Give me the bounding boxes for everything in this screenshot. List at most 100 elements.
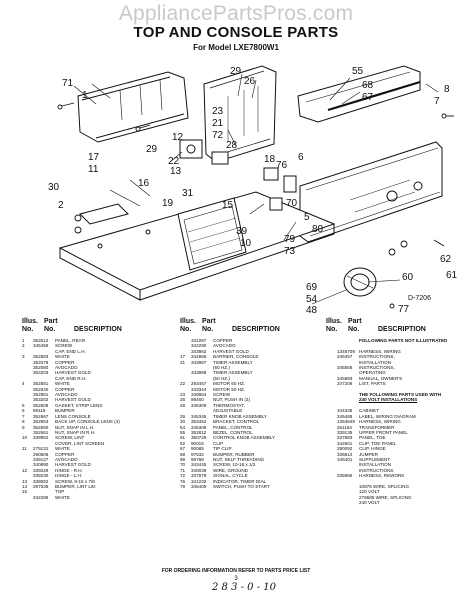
callout-label: 61 — [446, 270, 458, 281]
switch-assembly-drawing — [263, 167, 297, 211]
part-number: 342290 — [191, 343, 207, 349]
watermark: AppliancePartsPros.com — [118, 2, 354, 25]
callout-label: 69 — [306, 282, 318, 293]
part-description: 10875 WIRE, SPLICING — [359, 483, 410, 489]
part-number: 343987 — [191, 359, 207, 365]
part-description: SCREW, 8-15 x 7/8 — [55, 478, 95, 484]
table-row: THE FOLLOWING PARTS USED WITH — [326, 392, 466, 397]
column-header: Illus.Part No.No.DESCRIPTION — [326, 318, 466, 334]
part-number: 345488 — [337, 413, 353, 419]
part-number: 352079 — [33, 359, 49, 365]
callout-label: 62 — [440, 254, 452, 265]
illus-number: 28 — [180, 402, 186, 408]
callout-label: 55 — [352, 66, 364, 77]
header-illus: Illus. — [22, 318, 38, 325]
part-number: 342865 — [191, 354, 207, 360]
callout-label: 13 — [170, 166, 182, 177]
part-number: 345405 — [191, 483, 207, 489]
table-row: (60 HZ.) — [180, 365, 320, 370]
part-number: 352881 — [33, 381, 49, 387]
callout-label: 48 — [306, 305, 318, 316]
part-description: CLIP, TOE PANEL — [359, 440, 397, 446]
part-description: WHITE — [55, 381, 70, 387]
header-illus: Illus. — [326, 318, 342, 325]
part-number: 352080 — [33, 365, 49, 371]
timer-assembly-drawing — [179, 139, 229, 165]
table-row: OPERATING — [326, 370, 466, 375]
part-number: 98460 — [191, 397, 204, 403]
part-description: HARNESS, REWORK — [359, 473, 405, 479]
console-lens-drawing — [297, 65, 421, 123]
page-number: 3 — [234, 576, 238, 582]
callout-label: 7 — [434, 96, 440, 107]
callout-label: 29 — [230, 66, 242, 77]
part-number: 290506 — [33, 451, 49, 457]
illus-number: 10 — [22, 435, 28, 441]
part-number: 98788 — [191, 456, 204, 462]
part-number: 343445 — [191, 462, 207, 468]
illus-number: 22 — [180, 381, 186, 387]
model-subtitle: For Model LXE7800W1 — [193, 43, 279, 52]
part-number: 339230 — [33, 473, 49, 479]
part-number: 279131 — [33, 446, 49, 452]
part-description: INSTRUCTIONS, — [359, 354, 395, 360]
console-back-drawing — [203, 65, 277, 163]
illus-number: 71 — [180, 467, 186, 473]
part-number: 352883 — [33, 354, 49, 360]
callout-label: 10 — [240, 238, 252, 249]
table-row: INSTRUCTIONS — [326, 468, 466, 473]
part-number: 297535 — [33, 483, 49, 489]
callout-label: 68 — [362, 80, 374, 91]
part-description: SCREW, 10-16 x 1/2 — [213, 462, 256, 468]
part-number: 338062 — [33, 478, 49, 484]
part-number: 345993 — [337, 375, 353, 381]
top-panel-drawing — [58, 191, 336, 301]
part-number: 341232 — [191, 478, 207, 484]
part-number: 352608 — [33, 402, 49, 408]
part-number: 352660 — [33, 424, 49, 430]
part-number: 339954 — [191, 392, 207, 398]
part-description: ADJUSTABLE — [213, 408, 243, 414]
illus-number: 2 — [22, 343, 25, 349]
part-number: 90085 — [191, 446, 204, 452]
part-number: 347206 — [337, 381, 353, 387]
callout-label: 77 — [398, 304, 410, 315]
part-description: 120 VOLT — [359, 489, 380, 495]
part-description: TIMER ASSEMBLY — [213, 359, 253, 365]
part-description: PANEL, CONTROL — [213, 424, 253, 430]
part-description: SIGNAL, CYCLE — [213, 473, 248, 479]
part-description: BEZEL, CONTROL — [213, 429, 253, 435]
part-description: NUT, PUSH IN (2) — [213, 397, 251, 403]
part-description: TIP CLIP — [213, 446, 232, 452]
illus-number: 61 — [180, 435, 186, 441]
table-row: 10875 WIRE, SPLICING — [326, 484, 466, 489]
table-row: FOLLOWING PARTS NOT ILLUSTRATED — [326, 338, 466, 343]
part-number: 339135 — [337, 429, 353, 435]
